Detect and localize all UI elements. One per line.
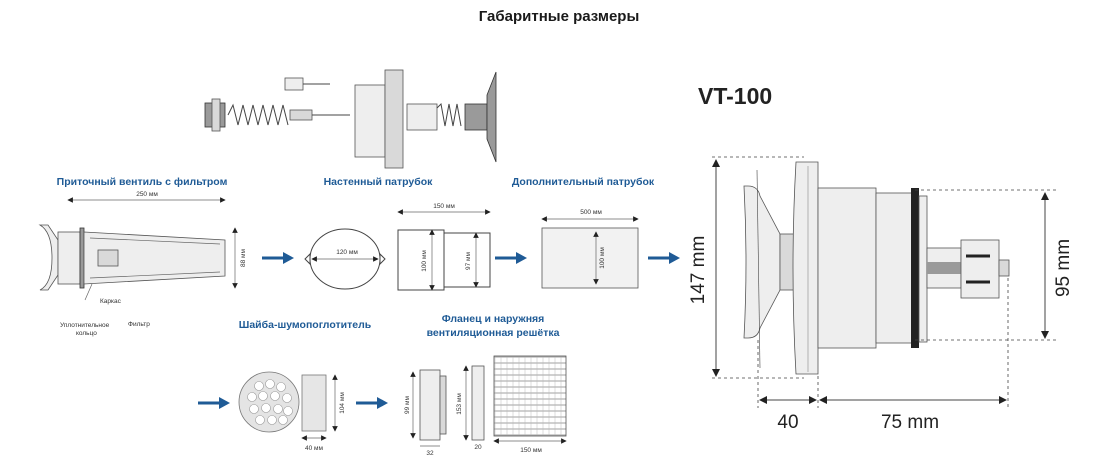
karkas-label: Каркас: [100, 298, 122, 305]
depth2-label: 75 mm: [881, 412, 939, 433]
extra-tube-length-label: 500 мм: [580, 209, 602, 216]
seal-label-2: кольцо: [76, 330, 97, 337]
flange-title-2: вентиляционная решётка: [427, 327, 560, 339]
vt100-drawing: [743, 161, 1010, 375]
wall-tube-diameter-label: 120 мм: [336, 249, 358, 256]
model-name: VT-100: [698, 83, 772, 109]
flow-arrows: [198, 252, 680, 409]
flange-depth-label: 32: [426, 450, 434, 457]
depth1-label: 40: [777, 412, 798, 433]
filter-label: Фильтр: [128, 321, 150, 328]
wall-tube-front: 120 мм: [304, 228, 386, 290]
wall-tube-title: Настенный патрубок: [324, 176, 434, 188]
washer: 104 мм 40 мм: [238, 371, 346, 452]
seal-label-1: Уплотнительное: [60, 322, 110, 329]
wall-tube-h2-label: 97 мм: [465, 251, 472, 270]
grille-width-label: 150 мм: [520, 447, 542, 454]
valve-drawing: 250 мм 88 мм Каркас Уплотнительное кольц…: [38, 191, 247, 337]
wall-tube-length-label: 150 мм: [433, 203, 455, 210]
flange-grille: 99 мм 32 153 мм 20 150 мм: [404, 355, 567, 457]
grille-depth-label: 20: [474, 444, 482, 451]
valve-length-label: 250 мм: [136, 191, 158, 198]
grille-height-label: 153 мм: [456, 393, 463, 415]
valve-title: Приточный вентиль с фильтром: [57, 176, 228, 188]
washer-title: Шайба-шумопоглотитель: [239, 319, 372, 331]
extra-tube-height-label: 100 мм: [599, 247, 606, 269]
vt100-dimensions: 147 mm 95 mm 40 75 mm: [688, 156, 1074, 433]
washer-height-label: 104 мм: [339, 392, 346, 414]
flange-height-label: 99 мм: [404, 395, 411, 414]
diameter-label: 95 mm: [1053, 239, 1074, 297]
washer-width-label: 40 мм: [305, 445, 324, 452]
exploded-view: [204, 69, 497, 169]
extra-tube: 500 мм 100 мм: [541, 209, 639, 289]
overall-height-label: 147 mm: [688, 236, 709, 305]
wall-tube-side: 150 мм 100 мм 97 мм: [397, 203, 491, 291]
page-title: Габаритные размеры: [478, 8, 640, 25]
extra-tube-title: Дополнительный патрубок: [512, 176, 655, 188]
flange-title-1: Фланец и наружняя: [442, 313, 545, 325]
wall-tube-h1-label: 100 мм: [421, 250, 428, 272]
valve-height-label: 88 мм: [240, 248, 247, 267]
